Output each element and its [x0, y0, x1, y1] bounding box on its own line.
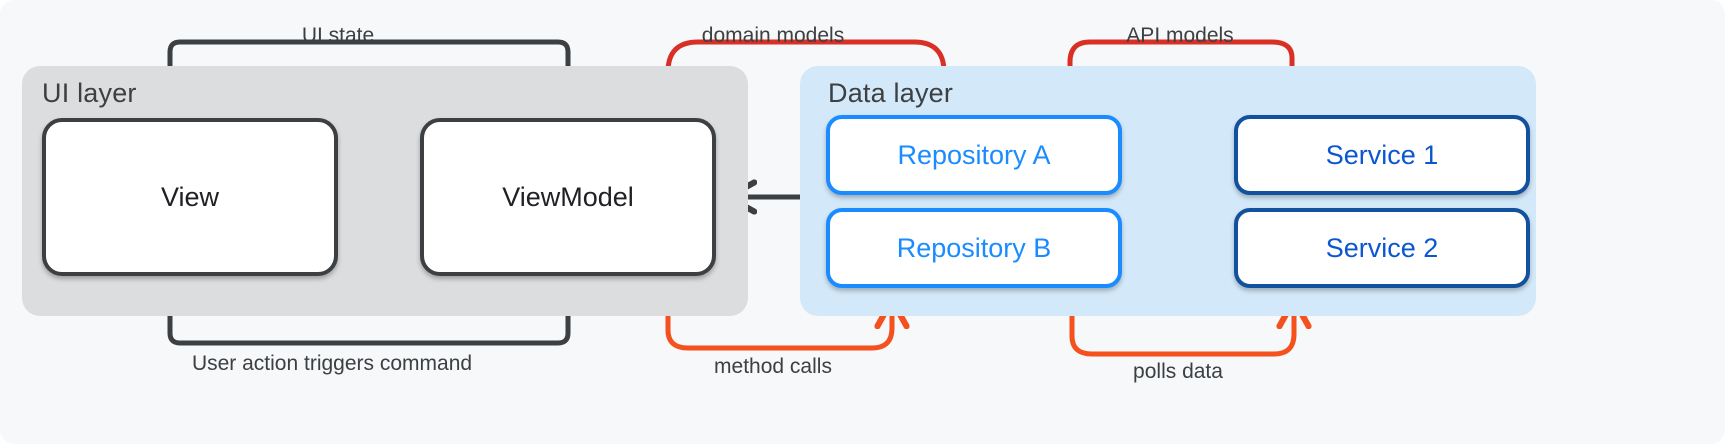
edge-label-method-calls: method calls: [714, 355, 832, 378]
node-repository-a-label: Repository A: [897, 139, 1051, 170]
edge-ui-state: [170, 39, 571, 121]
edge-label-api-models: API models: [1126, 24, 1234, 47]
edge-api-models: [1070, 39, 1295, 115]
node-repository-a[interactable]: Repository A: [826, 115, 1122, 195]
edge-method-calls: [665, 279, 892, 351]
node-viewmodel[interactable]: ViewModel: [420, 118, 716, 276]
data-layer-title: Data layer: [828, 78, 954, 108]
edge-domain-models: [668, 39, 947, 108]
edge-label-polls-data: polls data: [1133, 360, 1223, 383]
node-service-2[interactable]: Service 2: [1234, 208, 1530, 288]
edge-polls-data: [1069, 289, 1294, 357]
edge-label-domain-models: domain models: [701, 24, 845, 47]
node-repository-b[interactable]: Repository B: [826, 208, 1122, 288]
node-repository-b-label: Repository B: [896, 232, 1052, 263]
node-service-2-label: Service 2: [1325, 232, 1439, 263]
edge-label-user-action: User action triggers command: [191, 352, 473, 375]
node-view-label: View: [160, 181, 220, 212]
node-viewmodel-label: ViewModel: [502, 181, 634, 212]
ui-layer-title: UI layer: [42, 78, 137, 108]
node-view[interactable]: View: [42, 118, 338, 276]
node-service-1-label: Service 1: [1325, 139, 1439, 170]
edge-label-ui-state: UI state: [301, 24, 375, 47]
edge-user-action: [167, 273, 568, 346]
node-service-1[interactable]: Service 1: [1234, 115, 1530, 195]
